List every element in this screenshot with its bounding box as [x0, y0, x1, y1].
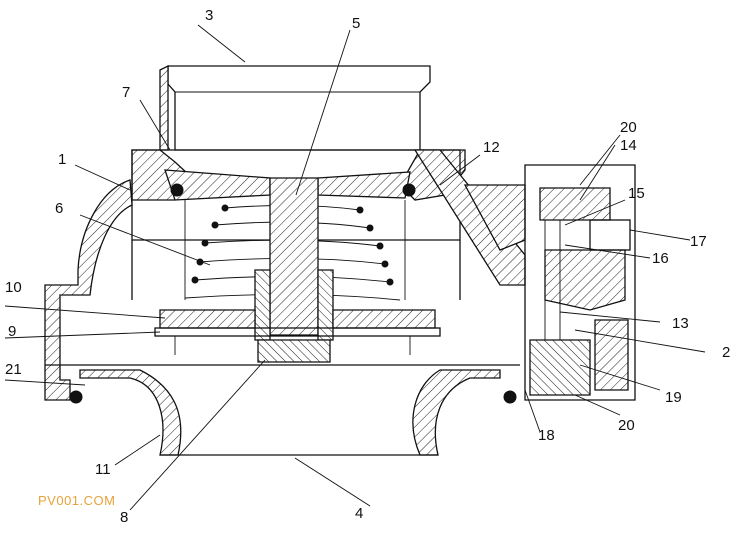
label-21: 21	[5, 361, 22, 378]
label-17: 17	[690, 233, 707, 250]
label-12: 12	[483, 139, 500, 156]
label-4: 4	[355, 505, 363, 522]
label-2: 2	[722, 344, 730, 361]
pilot-tube	[413, 149, 526, 286]
outlet-pipe	[159, 64, 431, 151]
label-11: 11	[95, 461, 111, 478]
label-7: 7	[122, 84, 130, 101]
part-labels: 3 5 7 1 6 12 20 14 15 17 16 10 9 13 2 21…	[5, 7, 730, 526]
pilot-valve-housing	[524, 164, 636, 401]
inlet-body	[45, 364, 520, 456]
label-3: 3	[205, 7, 213, 24]
label-13: 13	[672, 315, 689, 332]
label-5: 5	[352, 15, 360, 32]
label-15: 15	[628, 185, 645, 202]
label-20-bottom: 20	[618, 417, 635, 434]
label-9: 9	[8, 323, 16, 340]
leader-lines	[4, 24, 706, 511]
label-20-top: 20	[620, 119, 637, 136]
label-16: 16	[652, 250, 669, 267]
diaphragm-plate	[154, 309, 441, 355]
label-1: 1	[58, 151, 66, 168]
label-6: 6	[55, 200, 63, 217]
label-19: 19	[665, 389, 682, 406]
lock-nut	[257, 339, 331, 363]
valve-stem	[254, 177, 334, 341]
label-18: 18	[538, 427, 555, 444]
watermark: PV001.COM	[38, 493, 115, 508]
label-8: 8	[120, 509, 128, 526]
label-10: 10	[5, 279, 22, 296]
label-14: 14	[620, 137, 637, 154]
